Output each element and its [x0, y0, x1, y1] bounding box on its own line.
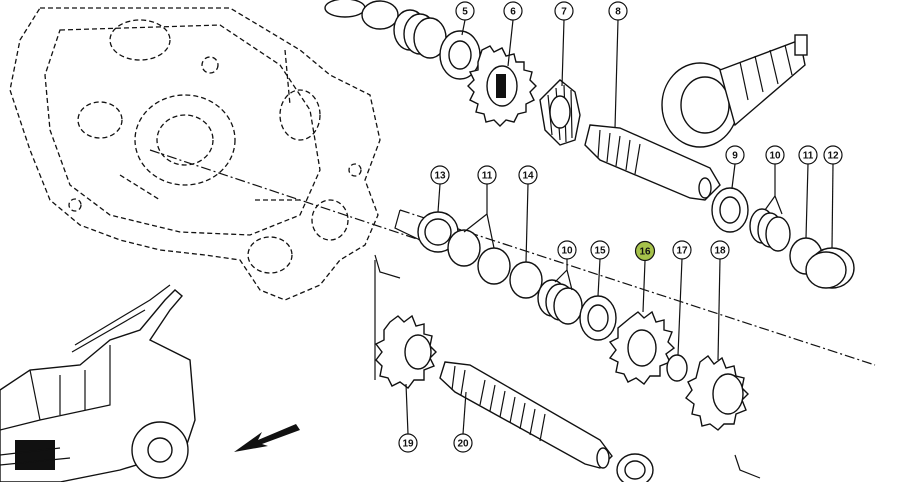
callout-10-lower[interactable]: 10 — [554, 240, 577, 291]
callout-17[interactable]: 17 — [672, 240, 692, 356]
callout-12[interactable]: 12 — [823, 145, 843, 249]
callout-label: 15 — [594, 246, 606, 257]
callout-13[interactable]: 13 — [430, 165, 450, 213]
bearing-15 — [579, 295, 617, 341]
callout-14[interactable]: 14 — [518, 165, 538, 263]
lower-shaft-assembly — [374, 211, 749, 482]
highlight-marker — [634, 240, 656, 262]
ring-14 — [509, 261, 543, 299]
bevel-gear-7 — [539, 79, 581, 146]
callout-5[interactable]: 5 — [455, 1, 475, 36]
cover-cap-12 — [805, 247, 855, 289]
gear-16 — [608, 310, 676, 385]
callout-label: 10 — [561, 246, 573, 257]
callout-label: 10 — [769, 151, 781, 162]
shaft-8 — [584, 124, 721, 201]
callout-label: 19 — [402, 439, 414, 450]
callout-11-lower[interactable]: 11 — [463, 165, 497, 249]
callout-15[interactable]: 15 — [590, 240, 610, 297]
callout-label: 16 — [639, 247, 651, 258]
callout-8[interactable]: 8 — [608, 1, 628, 129]
callout-label: 6 — [510, 7, 516, 18]
circlip-17 — [666, 354, 688, 382]
callouts: 5 6 7 8 9 10 — [398, 1, 843, 453]
callout-9[interactable]: 9 — [725, 145, 745, 189]
gearbox-housing — [9, 7, 381, 301]
seal-13 — [417, 211, 459, 253]
bearing-bottom — [616, 453, 654, 482]
callout-label: 13 — [434, 171, 446, 182]
callout-label: 8 — [615, 7, 621, 18]
gear-19 — [374, 314, 437, 389]
spring-upper — [393, 9, 447, 59]
callout-label: 11 — [803, 151, 814, 162]
ring-11a — [447, 229, 481, 267]
direction-arrow-icon — [234, 424, 300, 452]
callout-7[interactable]: 7 — [554, 1, 574, 87]
bevel-crown-gear — [661, 34, 808, 148]
gear-6 — [467, 45, 537, 127]
forage-harvester-icon — [0, 284, 196, 482]
callout-11-upper[interactable]: 11 — [798, 145, 818, 239]
upper-shaft-assembly — [324, 0, 855, 289]
assembly-axis-lines — [149, 149, 876, 479]
bearing-9 — [711, 187, 749, 233]
callout-label: 11 — [482, 171, 493, 182]
callout-label: 20 — [457, 439, 469, 450]
callout-label: 9 — [732, 151, 738, 162]
callout-label: 5 — [462, 7, 468, 18]
callout-6[interactable]: 6 — [503, 1, 523, 67]
callout-16[interactable]: 16 — [634, 240, 656, 313]
gear-18 — [685, 355, 749, 431]
callout-19[interactable]: 19 — [398, 383, 418, 453]
spring-10-lower — [537, 279, 583, 325]
callout-label: 12 — [827, 151, 839, 162]
callout-20[interactable]: 20 — [453, 391, 473, 453]
ring-11b — [477, 247, 511, 285]
callout-10-upper[interactable]: 10 — [764, 145, 785, 215]
shaft-20 — [439, 361, 613, 469]
spring-10-upper — [749, 208, 791, 252]
callout-label: 17 — [676, 246, 688, 257]
callout-label: 14 — [522, 171, 534, 182]
callout-label: 7 — [561, 7, 567, 18]
callout-18[interactable]: 18 — [710, 240, 730, 361]
callout-label: 18 — [714, 246, 726, 257]
